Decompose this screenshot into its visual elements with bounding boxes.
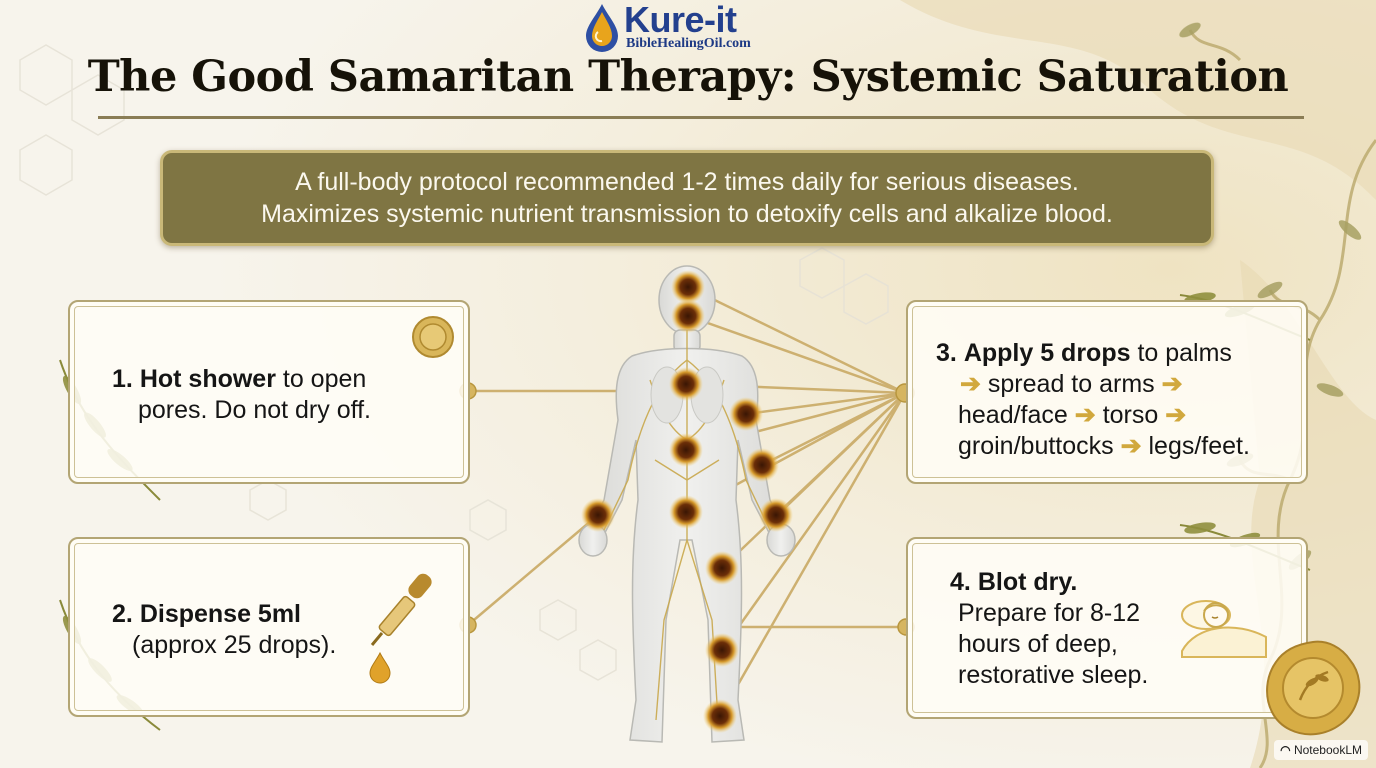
step-4-line-4: restorative sleep. xyxy=(958,661,1149,689)
wax-seal-icon xyxy=(1266,640,1361,736)
step-1-text: 1. Hot shower to open pores. Do not dry … xyxy=(112,364,371,426)
step-3-card: 3. Apply 5 drops to palms ➔ spread to ar… xyxy=(906,300,1308,484)
connector-lines xyxy=(467,285,907,717)
step-4-line-3: hours of deep, xyxy=(958,630,1118,658)
arrow-right-icon: ➔ xyxy=(960,370,981,398)
step-1-card: 1. Hot shower to open pores. Do not dry … xyxy=(68,300,470,484)
step-1-text-b: pores. Do not dry off. xyxy=(138,396,371,424)
step-2-card: 2. Dispense 5ml (approx 25 drops). xyxy=(68,537,470,717)
intro-banner: A full-body protocol recommended 1-2 tim… xyxy=(160,150,1214,246)
brand-site: BibleHealingOil.com xyxy=(626,36,751,51)
step-2-number: 2. xyxy=(112,600,133,628)
step-4-bold: Blot dry. xyxy=(977,568,1078,596)
step-3-seq-4: groin/buttocks xyxy=(958,432,1114,460)
brand-name: Kure-it xyxy=(624,0,737,40)
step-3-number: 3. xyxy=(936,339,957,367)
step-4-text: 4. Blot dry. Prepare for 8-12 hours of d… xyxy=(950,567,1148,691)
step-3-text: 3. Apply 5 drops to palms ➔ spread to ar… xyxy=(936,338,1250,462)
arrow-right-icon: ➔ xyxy=(1074,401,1096,429)
arrow-right-icon: ➔ xyxy=(1165,401,1187,429)
step-2-bold: Dispense 5ml xyxy=(139,600,301,628)
oil-drop-logo-icon xyxy=(586,4,618,52)
step-3-seq-3: torso xyxy=(1102,401,1159,429)
arrow-right-icon: ➔ xyxy=(1120,432,1142,460)
step-4-line-2: Prepare for 8-12 xyxy=(958,599,1141,627)
step-3-bold: Apply 5 drops xyxy=(963,339,1131,367)
banner-line-1: A full-body protocol recommended 1-2 tim… xyxy=(295,168,1079,196)
sleeping-person-icon xyxy=(1181,600,1267,658)
wax-seal-badge-icon xyxy=(412,316,454,358)
notebooklm-label: NotebookLM xyxy=(1293,743,1362,757)
step-1-text-a: to open xyxy=(275,365,367,393)
step-1-bold: Hot shower xyxy=(139,365,276,393)
page-title: The Good Samaritan Therapy: Systemic Sat… xyxy=(87,52,1289,102)
application-hotspots xyxy=(581,270,793,733)
step-4-card: 4. Blot dry. Prepare for 8-12 hours of d… xyxy=(906,537,1308,719)
title-divider xyxy=(98,116,1304,119)
oil-dropper-icon xyxy=(369,573,432,684)
step-4-number: 4. xyxy=(950,568,971,596)
notebooklm-watermark: ◠ NotebookLM xyxy=(1274,740,1368,760)
step-3-text-a: to palms xyxy=(1130,339,1232,367)
arrow-right-icon: ➔ xyxy=(1161,370,1183,398)
step-1-number: 1. xyxy=(112,365,133,393)
step-3-seq-1: spread to arms xyxy=(987,370,1155,398)
notebooklm-icon: ◠ xyxy=(1280,743,1291,757)
step-2-text-b: (approx 25 drops). xyxy=(132,631,337,659)
step-2-text: 2. Dispense 5ml (approx 25 drops). xyxy=(112,599,336,661)
step-3-seq-5: legs/feet. xyxy=(1148,432,1250,460)
step-3-seq-2: head/face xyxy=(958,401,1068,429)
banner-line-2: Maximizes systemic nutrient transmission… xyxy=(261,200,1113,228)
